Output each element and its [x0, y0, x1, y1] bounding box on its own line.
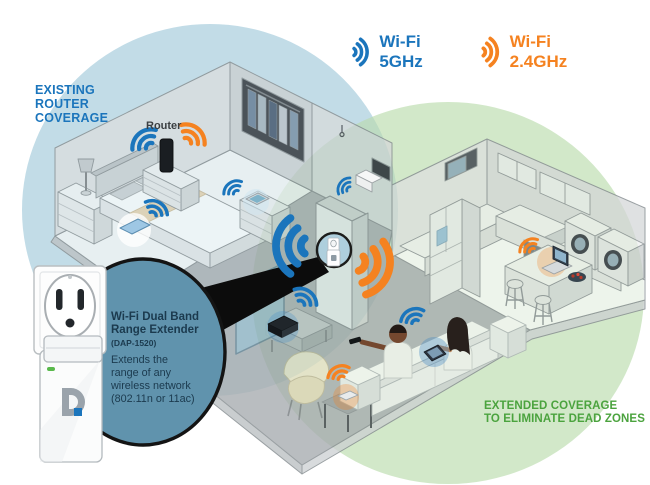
- hall-wall-device: [355, 169, 383, 193]
- legend-item-5ghz: Wi-Fi 5GHz: [349, 23, 435, 81]
- callout-model: (DAP-1520): [111, 337, 157, 348]
- extender-device-large: [39, 335, 103, 463]
- extended-coverage-label: EXTENDED COVERAGE TO ELIMINATE DEAD ZONE…: [484, 400, 645, 425]
- kitchen-laptop: [537, 245, 573, 277]
- status-led: [47, 367, 55, 371]
- callout: [33, 257, 227, 463]
- callout-text: Wi-Fi Dual Band Range Extender (DAP-1520…: [111, 311, 207, 406]
- wifi-24ghz-icon: [481, 36, 500, 68]
- existing-coverage-label: EXISTING ROUTER COVERAGE: [35, 83, 109, 125]
- bedroom-tablet: [117, 213, 151, 247]
- hallway-tablet: [243, 189, 270, 215]
- media-player: [267, 311, 299, 343]
- extended-zone-tint: [252, 102, 644, 484]
- callout-title: Wi-Fi Dual Band Range Extender: [111, 311, 200, 336]
- dlink-logo: [62, 388, 85, 416]
- wifi-5ghz-icon: [352, 37, 369, 67]
- wifi-24ghz-label: Wi-Fi 2.4GHz: [509, 32, 568, 71]
- range-extender-highlight: [315, 231, 353, 269]
- wifi-5ghz-label: Wi-Fi 5GHz: [379, 32, 423, 71]
- side-table-device: [333, 384, 359, 410]
- callout-description: Extends the range of any wireless networ…: [111, 353, 195, 405]
- router-label: Router: [146, 120, 182, 132]
- legend-item-24ghz: Wi-Fi 2.4GHz: [478, 23, 579, 81]
- sofa-tablet: [419, 337, 449, 367]
- wall-outlet: [33, 265, 107, 355]
